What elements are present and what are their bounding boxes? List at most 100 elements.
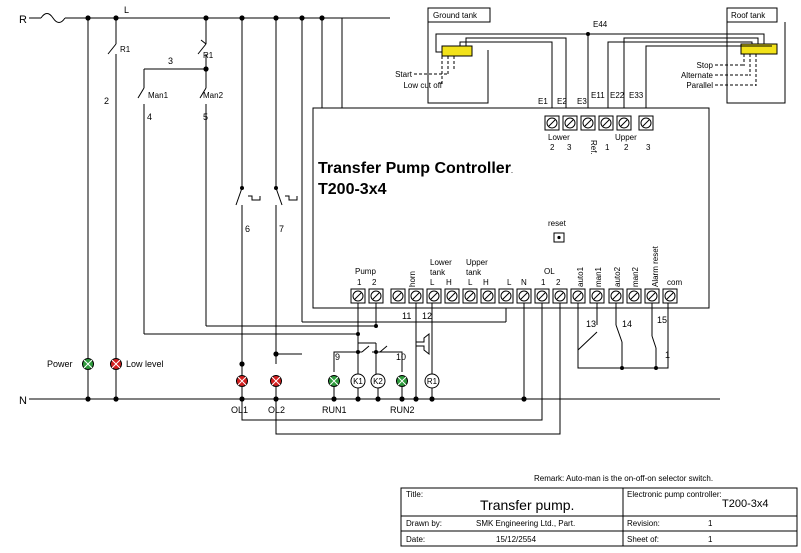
top-id-e11: E11 — [591, 91, 605, 100]
title-block: Title: Transfer pump. Electronic pump co… — [400, 487, 798, 547]
top-id-e3: E3 — [577, 97, 587, 106]
neutral-line: N — [19, 395, 720, 407]
upper-l-label: L — [468, 278, 473, 287]
wire-label: 7 — [279, 224, 284, 234]
relay-r1-contact-a: R1 — [107, 43, 131, 55]
bottom-terminal-slot — [354, 292, 362, 300]
wire-label: 2 — [104, 96, 109, 106]
reset-label: reset — [548, 219, 567, 228]
roof-alternate-label: Alternate — [681, 71, 714, 80]
lower-h-label: H — [446, 278, 452, 287]
controller-model: T200-3x4 — [318, 181, 387, 198]
top-num: 1 — [605, 143, 610, 152]
vertical-feeders — [85, 15, 507, 399]
top-lower-label: Lower — [548, 133, 570, 142]
bottom-terminal-slot — [630, 292, 638, 300]
wire-label: 4 — [147, 112, 152, 122]
roof-float-switch — [740, 43, 778, 55]
man1-terminal-label: man1 — [594, 266, 603, 287]
low-level-label: Low level — [126, 359, 164, 369]
top-ref-label: Ref. — [589, 140, 598, 155]
upper-h-label: H — [483, 278, 489, 287]
top-num: 2 — [624, 143, 629, 152]
relay-r1-label-b: R1 — [203, 51, 214, 60]
wire-label: 15 — [657, 315, 667, 325]
e44-label: E44 — [593, 20, 608, 29]
top-terminal-slot — [548, 119, 556, 127]
top-id-e33: E33 — [629, 91, 644, 100]
ground-tank-title: Ground tank — [433, 11, 478, 20]
drawn-label: Drawn by: — [406, 519, 442, 528]
rail-n-label: N — [19, 395, 27, 407]
controller-box — [312, 107, 710, 309]
r1-coil-label: R1 — [427, 377, 438, 386]
supply-line-r: R L — [19, 5, 390, 26]
bottom-terminal-slot — [394, 292, 402, 300]
top-id-e22: E22 — [610, 91, 625, 100]
top-num: 3 — [646, 143, 651, 152]
lower-wiring — [241, 303, 669, 435]
wire-label: 11 — [402, 311, 411, 321]
ol-2-label: 2 — [556, 278, 561, 287]
k1-label: K1 — [353, 377, 363, 386]
pump-label: Pump — [355, 267, 376, 276]
ground-tank: Ground tank Start Low cut off — [395, 7, 491, 104]
auto1-label: auto1 — [576, 266, 585, 287]
bottom-terminal-slot — [593, 292, 601, 300]
man2-label: Man2 — [203, 91, 224, 100]
bottom-terminal-slot — [556, 292, 564, 300]
drawn-value: SMK Engineering Ltd., Part. — [476, 519, 575, 528]
reset-button-dot — [557, 235, 561, 240]
ground-start-label: Start — [395, 70, 413, 79]
com-label: com — [667, 278, 682, 287]
pump-2-label: 2 — [372, 278, 377, 287]
bottom-terminal-slot — [466, 292, 474, 300]
ol2-label: OL2 — [268, 405, 285, 415]
sensor-wiring — [435, 32, 772, 116]
top-terminal-slot — [566, 119, 574, 127]
top-id-e1: E1 — [538, 97, 548, 106]
alarm-reset-label: Alarm reset — [651, 245, 660, 287]
ol1-label: OL1 — [231, 405, 248, 415]
bottom-terminal-slot — [538, 292, 546, 300]
controller-title: Transfer Pump Controller. — [318, 160, 513, 177]
title-value: Transfer pump. — [480, 497, 574, 513]
run2-label: RUN2 — [390, 405, 415, 415]
relay-r1-contact-b: R1 — [197, 39, 214, 60]
roof-parallel-label: Parallel — [686, 81, 713, 90]
top-terminal-slot — [620, 119, 628, 127]
bottom-terminal-slot — [372, 292, 380, 300]
top-upper-label: Upper — [615, 133, 637, 142]
lower-l-label: L — [430, 278, 435, 287]
horn-label: horn — [408, 271, 417, 287]
horn-symbol — [416, 332, 430, 356]
top-num: 3 — [567, 143, 572, 152]
run1-label: RUN1 — [322, 405, 347, 415]
bottom-terminal-slot — [484, 292, 492, 300]
wire-label: 9 — [335, 352, 340, 362]
top-terminal-strip — [544, 115, 654, 131]
pump-1-label: 1 — [357, 278, 362, 287]
roof-stop-label: Stop — [697, 61, 714, 70]
bottom-terminal-slot — [430, 292, 438, 300]
bottom-terminal-slot — [648, 292, 656, 300]
ground-float-switch — [441, 45, 473, 57]
bottom-terminal-strip — [350, 288, 678, 304]
rail-l-label: L — [124, 5, 129, 15]
controller-type-value: T200-3x4 — [722, 498, 768, 510]
roof-tank: Roof tank Stop Alternate Parallel E44 — [593, 7, 786, 104]
controller-type-label: Electronic pump controller: — [627, 490, 722, 499]
bottom-terminal-slot — [520, 292, 528, 300]
bottom-terminal-slot — [412, 292, 420, 300]
supply-l-label: L — [507, 278, 512, 287]
man1-label: Man1 — [148, 91, 169, 100]
title-label: Title: — [406, 490, 423, 499]
man2-terminal-label: man2 — [631, 266, 640, 287]
top-terminal-slot — [584, 119, 592, 127]
ol-1-label: 1 — [541, 278, 546, 287]
date-label: Date: — [406, 535, 425, 544]
bottom-terminal-slot — [612, 292, 620, 300]
wire-label: 6 — [245, 224, 250, 234]
bottom-terminal-slot — [666, 292, 674, 300]
